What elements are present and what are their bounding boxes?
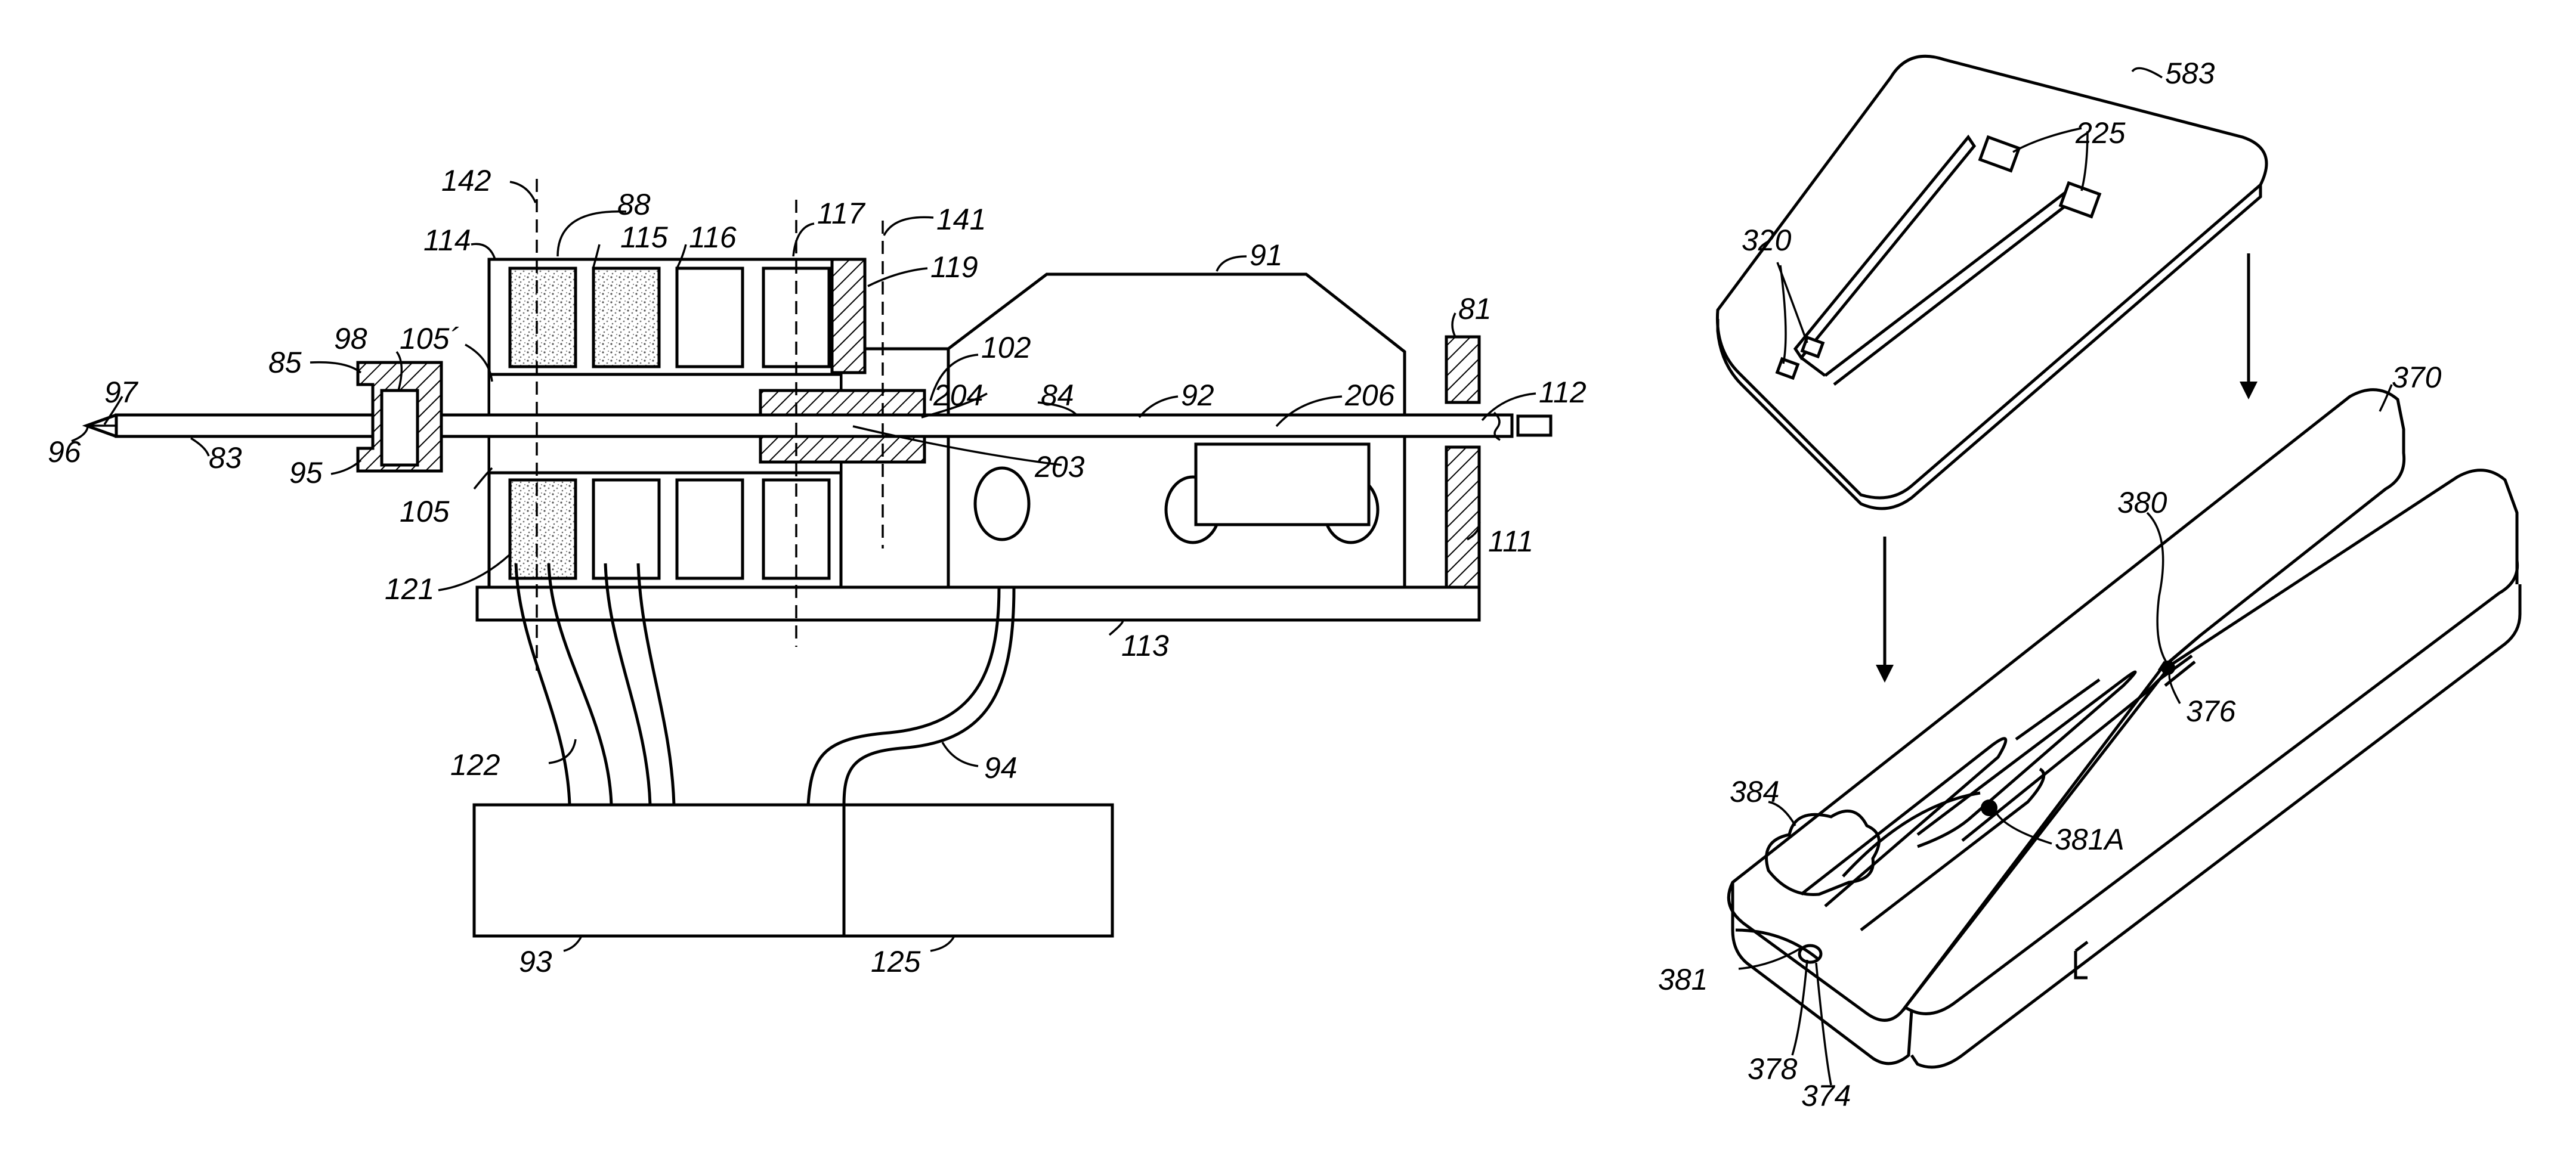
- label-88: 88: [617, 188, 651, 221]
- label-203: 203: [1034, 450, 1085, 484]
- label-84: 84: [1041, 379, 1074, 412]
- oval-1: [975, 468, 1029, 540]
- label-111: 111: [1488, 525, 1533, 558]
- marker-376: [2161, 661, 2175, 675]
- label-320: 320: [1742, 224, 1792, 257]
- label-141: 141: [936, 203, 986, 236]
- label-116: 116: [689, 221, 737, 254]
- label-376: 376: [2186, 695, 2236, 728]
- label-225: 225: [2075, 116, 2126, 150]
- lid: [1717, 56, 2266, 498]
- label-95: 95: [289, 456, 323, 489]
- label-206: 206: [1344, 379, 1395, 412]
- label-381A: 381A: [2055, 823, 2124, 856]
- label-98: 98: [334, 322, 367, 355]
- controller-box-93: [474, 805, 844, 936]
- end-plate: [832, 259, 865, 373]
- post-lower: [1446, 447, 1479, 587]
- label-378: 378: [1748, 1052, 1798, 1086]
- label-204: 204: [933, 379, 983, 412]
- coil-upper-3: [677, 268, 743, 367]
- label-85: 85: [268, 346, 302, 379]
- label-121: 121: [385, 572, 434, 606]
- label-94: 94: [984, 751, 1018, 785]
- label-105-prime: 105´: [400, 322, 459, 355]
- controller-box-125: [844, 805, 1112, 936]
- shaft: [116, 415, 1512, 436]
- label-112: 112: [1539, 376, 1587, 409]
- label-583: 583: [2165, 57, 2215, 90]
- label-114: 114: [423, 224, 471, 257]
- marker-381A: [1981, 799, 1997, 816]
- label-117: 117: [817, 197, 866, 230]
- right-cartridge-drawing: 583 225 320 370 380 376 384 381A 381 378…: [1658, 56, 2520, 1112]
- label-105: 105: [400, 495, 450, 528]
- label-384: 384: [1730, 775, 1779, 808]
- label-93: 93: [519, 945, 552, 978]
- coil-lower-1: [510, 480, 576, 578]
- label-380: 380: [2117, 486, 2167, 519]
- label-381: 381: [1658, 963, 1708, 996]
- coil-lower-2: [593, 480, 659, 578]
- coil-upper-1: [510, 268, 576, 367]
- label-81: 81: [1458, 292, 1492, 326]
- label-113: 113: [1121, 629, 1169, 662]
- inner-box: [1196, 444, 1369, 525]
- coil-upper-2: [593, 268, 659, 367]
- label-115: 115: [620, 221, 668, 254]
- label-102: 102: [981, 331, 1031, 364]
- label-83: 83: [209, 441, 242, 475]
- label-97: 97: [104, 376, 139, 409]
- label-92: 92: [1181, 379, 1214, 412]
- label-370: 370: [2392, 361, 2442, 394]
- label-122: 122: [450, 748, 500, 782]
- left-device-drawing: 96 97 83 85 98 95 105´ 105 142 114 88 11…: [48, 164, 1587, 978]
- label-91: 91: [1250, 238, 1283, 272]
- label-374: 374: [1801, 1079, 1851, 1112]
- cap-insert: [382, 391, 418, 465]
- label-96: 96: [48, 435, 81, 469]
- label-142: 142: [441, 164, 491, 197]
- coil-lower-3: [677, 480, 743, 578]
- label-125: 125: [871, 945, 921, 978]
- post-upper: [1446, 337, 1479, 402]
- base-plate: [477, 587, 1479, 620]
- label-119: 119: [930, 250, 978, 284]
